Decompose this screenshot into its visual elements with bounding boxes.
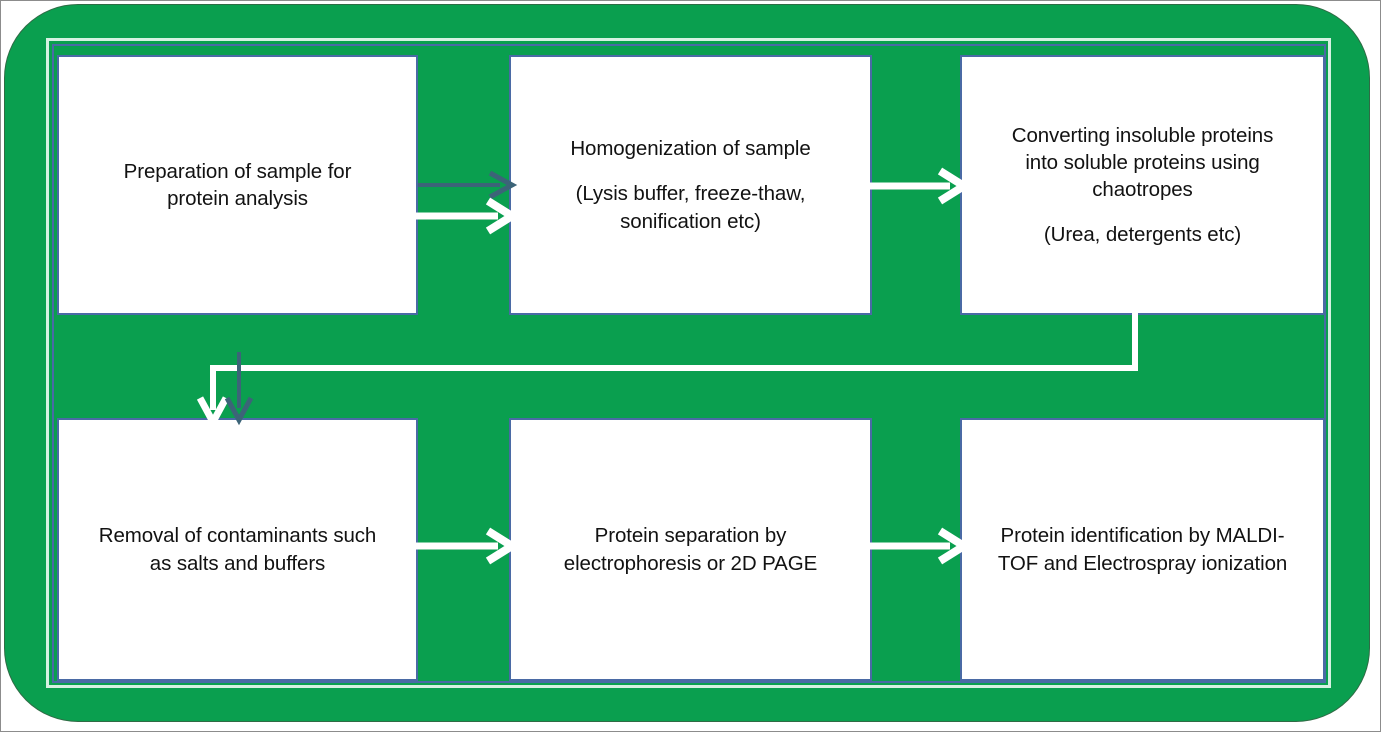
node-text-line: Converting insoluble proteins	[1011, 123, 1274, 147]
arrow-icon-step2-to-step3	[866, 167, 972, 205]
flow-node-protein-separation[interactable]: Protein separation by electrophoresis or…	[509, 418, 872, 681]
node-text-line: Removal of contaminants such	[98, 524, 377, 548]
arrow-icon-step3-to-step4-ghost	[224, 352, 254, 426]
node-text-line: Protein identification by MALDI-	[1000, 524, 1285, 548]
flow-node-removal-of-contaminants[interactable]: Removal of contaminants such as salts an…	[57, 418, 418, 681]
arrow-icon-step4-to-step5	[414, 527, 520, 565]
node-text-line: into soluble proteins using	[1025, 150, 1260, 174]
node-text-line: sonification etc)	[620, 209, 761, 233]
arrow-icon-step5-to-step6	[866, 527, 972, 565]
flow-node-converting-insoluble-proteins[interactable]: Converting insoluble proteins into solub…	[960, 55, 1325, 315]
node-paragraph: Protein separation by electrophoresis or…	[521, 522, 860, 576]
inner-halo-line	[46, 38, 1331, 688]
node-text-line: (Lysis buffer, freeze-thaw,	[575, 182, 806, 206]
node-text-line: protein analysis	[167, 187, 308, 210]
flow-node-homogenization-of-sample[interactable]: Homogenization of sample (Lysis buffer, …	[509, 55, 872, 315]
node-text-line: Protein separation by	[594, 524, 787, 548]
inner-blue-rule	[52, 44, 1326, 683]
node-text-line: electrophoresis or 2D PAGE	[563, 551, 818, 575]
node-paragraph: Protein identification by MALDI- TOF and…	[972, 522, 1313, 576]
flow-node-preparation-of-sample[interactable]: Preparation of sample for protein analys…	[57, 55, 418, 315]
node-paragraph: (Urea, detergents etc)	[972, 221, 1313, 248]
node-text-line: chaotropes	[1092, 178, 1193, 201]
node-text-line: Homogenization of sample	[570, 137, 811, 161]
node-paragraph: Removal of contaminants such as salts an…	[69, 522, 406, 576]
node-text-line: TOF and Electrospray ionization	[997, 551, 1288, 575]
arrow-icon-step3-to-step4-elbow	[196, 310, 1138, 430]
node-text-line: as salts and buffers	[149, 551, 326, 575]
node-paragraph: Homogenization of sample	[521, 135, 860, 162]
node-text-line: (Urea, detergents etc)	[1043, 223, 1242, 247]
node-paragraph: Preparation of sample for protein analys…	[69, 158, 406, 212]
node-paragraph: (Lysis buffer, freeze-thaw, sonification…	[521, 180, 860, 234]
node-paragraph: Converting insoluble proteins into solub…	[972, 122, 1313, 203]
arrow-icon-step1-to-step2	[414, 197, 520, 235]
flow-node-protein-identification[interactable]: Protein identification by MALDI- TOF and…	[960, 418, 1325, 681]
node-text-line: Preparation of sample for	[123, 159, 352, 183]
arrow-icon-step1-to-step2-ghost	[418, 170, 518, 200]
